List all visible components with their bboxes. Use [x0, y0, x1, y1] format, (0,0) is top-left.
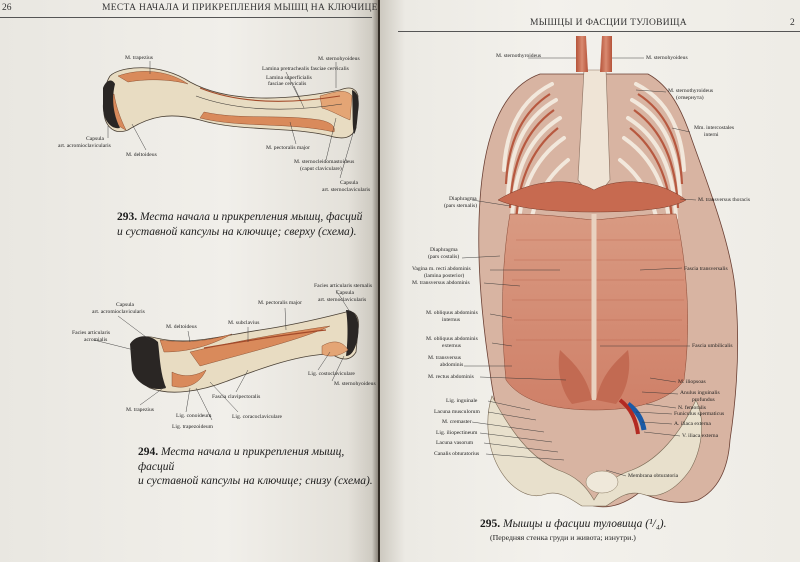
fig294-label-facies-st-3: art. sternoclavicularis	[318, 297, 367, 303]
fig294-label-fascia-clavipectoralis: Fascia clavipectoralis	[212, 394, 261, 400]
fig295-label-fascia-umb: Fascia umbilicalis	[692, 343, 733, 349]
fig293-label-lamina-pretrachealis: Lamina pretrachealis fasciae cervicalis	[262, 66, 349, 72]
page-number-right: 2	[790, 18, 795, 28]
fig293-label-scm-1: M. sternocleidomastoideus	[294, 159, 355, 165]
fig295-label-diaphragma-co-2: (pars costalis)	[428, 254, 460, 260]
fig295-label-intercostales-2: interni	[704, 132, 719, 138]
fig294-label-capsula-1: Capsula	[116, 302, 135, 308]
left-page: 26 МЕСТА НАЧАЛА И ПРИКРЕПЛЕНИЯ МЫШЦ НА К…	[0, 0, 378, 562]
fig294-label-lig-coracoclaviculare: Lig. coracoclaviculare	[232, 414, 283, 420]
fig293-label-lamina-superficialis-1: Lamina superficialis	[266, 75, 312, 81]
fig294-label-capsula-2: art. acromioclavicularis	[92, 309, 145, 315]
fig295-label-transversus2-1: M. transversus	[428, 355, 461, 361]
fig294-label-lig-trapezoideum: Lig. trapezoideum	[172, 424, 214, 430]
fig294-label-facies-st-2: Capsula	[336, 290, 355, 296]
fig295-label-diaphragma-co-1: Diaphragma	[430, 247, 458, 253]
fig294-clavicle-illustration	[93, 289, 359, 421]
fig293-label-trapezius: M. trapezius	[125, 55, 153, 61]
fig295-label-obl-ext-2: externus	[442, 343, 461, 349]
fig295-label-lig-iliopect: Lig. iliopectineum	[436, 430, 478, 436]
fig295-label-sternothyr-rev-2: (отвернута)	[676, 95, 704, 101]
fig295-label-lig-inguinale: Lig. inguinale	[446, 398, 478, 404]
fig294-caption-line2: и суставной капсулы на ключице; снизу (с…	[138, 475, 373, 487]
fig295-label-diaphragma-st-1: Diaphragma	[449, 196, 477, 202]
fig295-label-obl-int-1: M. obliquus abdominis	[426, 310, 478, 316]
fig294-label-trapezius: M. trapezius	[126, 407, 154, 413]
fig293-clavicle-illustration	[102, 61, 359, 179]
fig295-label-iliopsoas: M. iliopsoas	[678, 379, 706, 385]
running-head-right: МЫШЦЫ И ФАСЦИИ ТУЛОВИЩА	[530, 18, 687, 28]
fig293-label-capsula-st-2: art. sternoclavicularis	[322, 187, 371, 193]
fig295-label-obl-int-2: internus	[442, 317, 461, 323]
fig295-label-transversus2-2: abdominis	[440, 362, 464, 368]
fig293-label-pectoralis: M. pectoralis major	[266, 145, 310, 151]
right-page: МЫШЦЫ И ФАСЦИИ ТУЛОВИЩА 2	[380, 0, 800, 562]
fig295-label-transversus-abd: M. transversus abdominis	[412, 280, 470, 286]
fig295-trunk-illustration	[461, 36, 738, 508]
fig295-label-fascia-transv: Fascia transversalis	[684, 266, 728, 272]
fig294-caption-number: 294.	[138, 446, 159, 458]
fig295-caption-sub: (Передняя стенка груди и живота; изнутри…	[490, 533, 636, 542]
fig295-label-cremaster: M. cremaster	[442, 419, 472, 425]
fig295-label-femoralis: N. femoralis	[678, 405, 706, 411]
fig293-label-lamina-superficialis-2: fasciae cervicalis	[268, 81, 307, 87]
fig295-label-membrana: Membrana obturatoria	[628, 473, 679, 479]
fig295-label-v-iliaca: V. iliaca externa	[682, 433, 719, 439]
fig295-label-transversus-thor: M. transversus thoracis	[698, 197, 751, 203]
fig294-caption-line1: Места начала и прикрепления мышц, фасций	[138, 446, 345, 473]
fig295-label-anulus-2: profundus	[692, 397, 715, 403]
fig295-label-sternothyroideus: M. sternothyroideus	[496, 53, 542, 59]
fig294-label-deltoideus: M. deltoideus	[166, 324, 197, 330]
fig293-caption: 293. Места начала и прикрепления мышц, ф…	[117, 210, 367, 239]
fig293-label-sternohyoideus: M. sternohyoideus	[318, 56, 360, 62]
fig294-label-lig-conoideum: Lig. conoideum	[176, 413, 212, 419]
fig295-label-funiculus: Funiculus spermaticus	[674, 411, 725, 417]
fig295-label-vagina-2: (lamina posterior)	[424, 273, 465, 279]
fig295-label-a-iliaca: A. iliaca externa	[674, 421, 711, 427]
fig295-label-vagina-1: Vagina m. recti abdominis	[412, 266, 471, 272]
fig295-label-sternothyr-rev-1: M. sternothyroideus	[668, 88, 714, 94]
fig294-caption: 294. Места начала и прикрепления мышц, ф…	[138, 445, 374, 489]
fig295-label-obl-ext-1: M. obliquus abdominis	[426, 336, 478, 342]
page-number-left: 26	[2, 3, 12, 13]
fig294-label-facies-acrom-2: acromialis	[84, 337, 108, 343]
fig295-caption-text: Мышцы и фасции туловища (¹/₄).	[503, 518, 667, 530]
fig294-label-scm: M. sternohyoideus	[334, 381, 376, 387]
fig295-label-sternohyoideus: M. sternohyoideus	[646, 55, 688, 61]
fig293-label-deltoideus: M. deltoideus	[126, 152, 157, 158]
running-head-left: МЕСТА НАЧАЛА И ПРИКРЕПЛЕНИЯ МЫШЦ НА КЛЮЧ…	[102, 3, 378, 13]
fig293-label-capsula-1: Capsula	[86, 136, 105, 142]
fig295-label-intercostales-1: Mm. intercostales	[694, 125, 735, 131]
fig295-caption-number: 295.	[480, 518, 501, 530]
fig295-label-lacuna-vas: Lacuna vasorum	[436, 440, 474, 446]
fig294-label-subclavius: M. subclavius	[228, 320, 260, 326]
fig295-label-lacuna-musc: Lacuna musculorum	[434, 409, 480, 415]
fig294-label-lig-costoclaviculare: Lig. costoclaviculare	[308, 371, 355, 377]
fig295-label-anulus-1: Anulus inguinalis	[680, 390, 720, 396]
fig295-caption: 295. Мышцы и фасции туловища (¹/₄).	[480, 517, 740, 532]
fig295-label-canalis: Canalis obturatorius	[434, 451, 480, 457]
fig294-label-facies-acrom-1: Facies articularis	[72, 330, 111, 336]
fig294-label-facies-st-1: Facies articularis sternalis	[314, 283, 373, 289]
fig293-label-capsula-st-1: Capsula	[340, 180, 359, 186]
head-rule-right	[398, 31, 800, 32]
fig293-caption-line2: и суставной капсулы на ключице; сверху (…	[117, 225, 357, 238]
fig293-caption-line1: Места начала и прикрепления мышц, фасций	[140, 211, 363, 223]
head-rule-left	[0, 17, 372, 18]
fig293-caption-number: 293.	[117, 211, 138, 223]
fig295-label-diaphragma-st-2: (pars sternalis)	[444, 203, 478, 209]
fig295-label-rectus: M. rectus abdominis	[428, 374, 474, 380]
fig293-label-capsula-2: art. acromioclavicularis	[58, 143, 111, 149]
fig294-label-pectoralis: M. pectoralis major	[258, 300, 302, 306]
fig293-label-scm-2: (caput claviculare)	[300, 166, 342, 172]
